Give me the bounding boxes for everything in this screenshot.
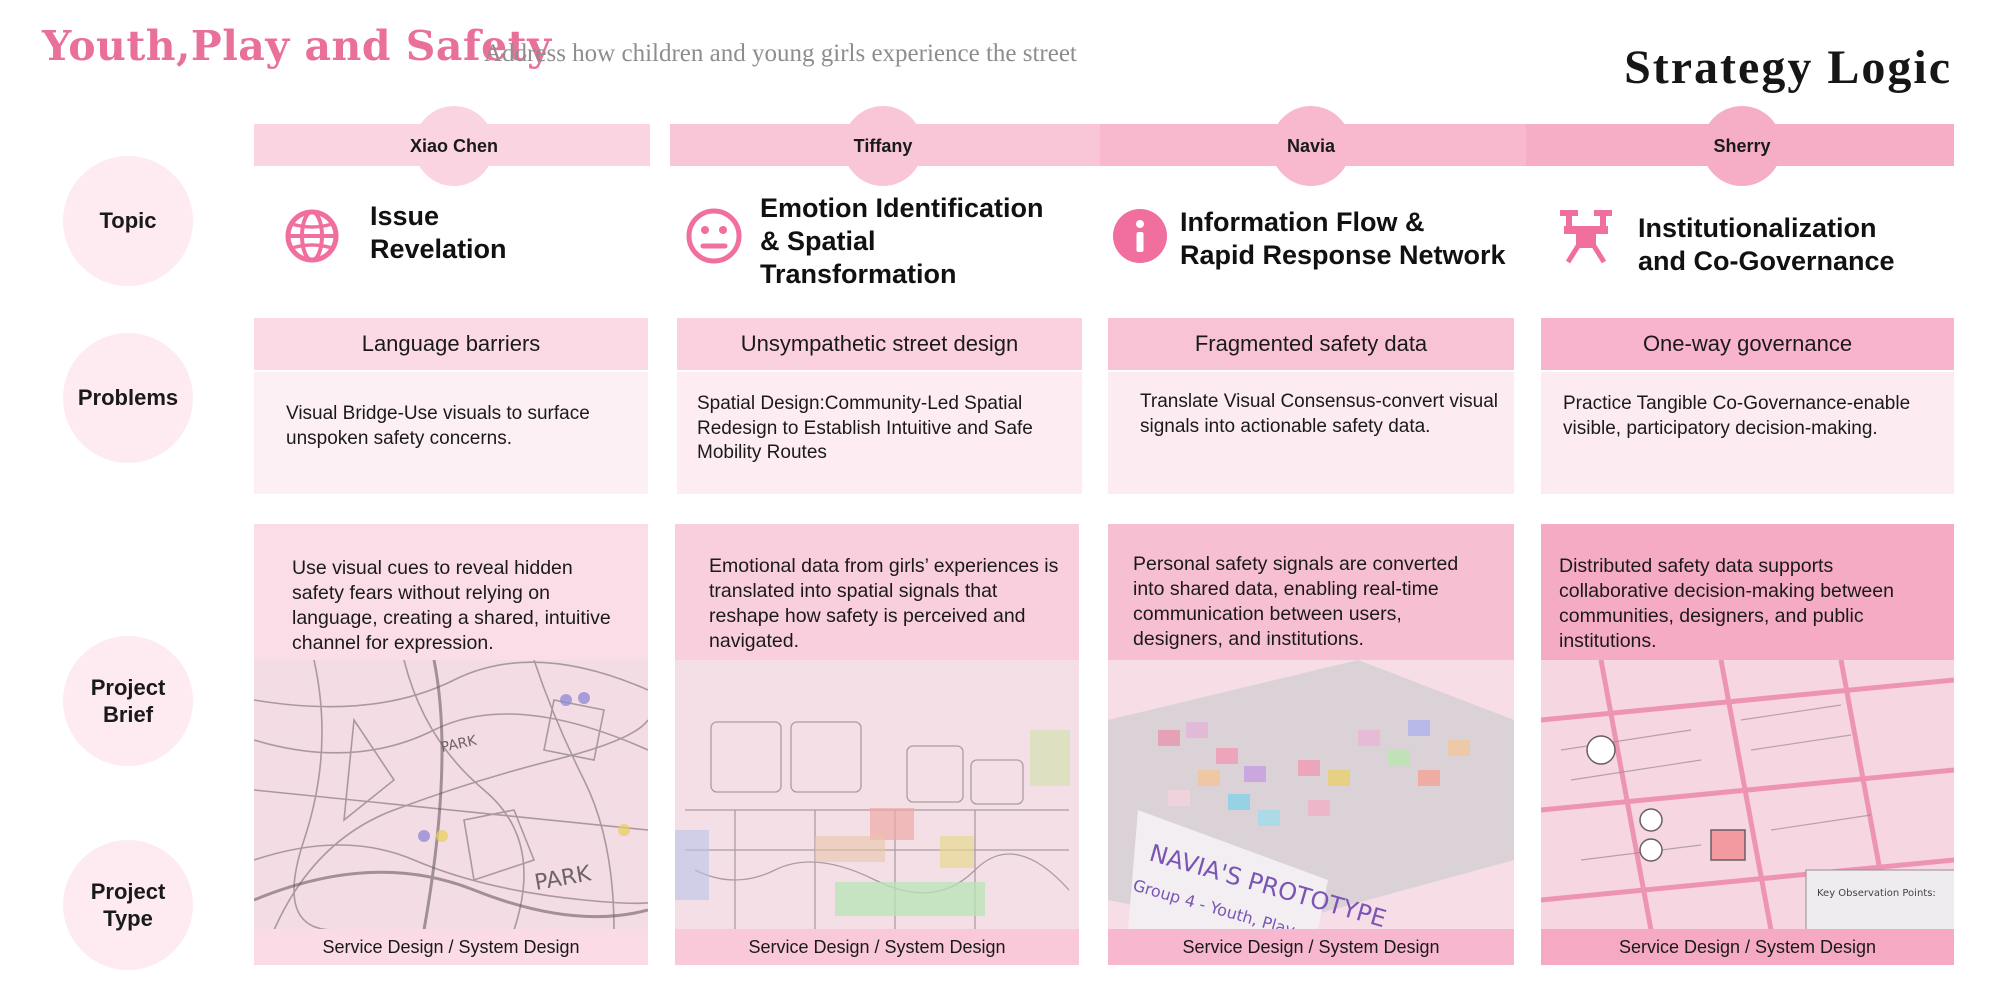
project-type-label: Service Design / System Design: [1108, 929, 1514, 965]
neutral-face-icon: [686, 208, 742, 264]
page-subtitle: Address how children and young girls exp…: [484, 40, 1077, 67]
project-brief-card-tiffany: Emotional data from girls’ experiences i…: [675, 524, 1079, 930]
member-name: Sherry: [1713, 135, 1771, 156]
row-label-project-brief: Project Brief: [63, 636, 193, 766]
project-brief-text: Distributed safety data supports collabo…: [1559, 555, 1894, 652]
project-brief-text: Personal safety signals are converted in…: [1133, 553, 1459, 650]
name-circle-xiao-chen: [414, 106, 494, 186]
map-label-park: PARK: [440, 733, 479, 756]
member-name: Tiffany: [853, 135, 913, 156]
name-circle-sherry: [1702, 106, 1782, 186]
info-icon: [1113, 209, 1167, 263]
row-label-project-type: Project Type: [63, 840, 193, 970]
problem-description: Spatial Design:Community-Led Spatial Red…: [677, 372, 1082, 494]
row-label-topic: Topic: [63, 156, 193, 286]
project-type-label: Service Design / System Design: [254, 929, 648, 965]
problem-heading: Fragmented safety data: [1108, 318, 1514, 370]
name-circle-navia: [1271, 106, 1351, 186]
drone-icon: [1560, 210, 1612, 264]
project-type-label: Service Design / System Design: [1541, 929, 1954, 965]
project-type-label: Service Design / System Design: [675, 929, 1079, 965]
strategy-logic-heading: Strategy Logic: [1624, 41, 1952, 94]
street-map-sketch-image: PARK PARK: [254, 660, 648, 930]
problem-description: Practice Tangible Co-Governance-enable v…: [1541, 372, 1954, 494]
problem-heading: Language barriers: [254, 318, 648, 370]
project-brief-text: Use visual cues to reveal hidden safety …: [292, 557, 611, 654]
member-name: Navia: [1286, 135, 1336, 156]
project-brief-card-navia: Personal safety signals are converted in…: [1108, 524, 1514, 930]
topic-title: Information Flow & Rapid Response Networ…: [1180, 207, 1506, 270]
problem-description: Translate Visual Consensus-convert visua…: [1108, 372, 1514, 494]
project-brief-card-xiao-chen: Use visual cues to reveal hidden safety …: [254, 524, 648, 930]
problem-description: Visual Bridge-Use visuals to surface uns…: [254, 372, 648, 494]
spatial-redesign-board-image: [675, 660, 1079, 930]
problem-heading: One-way governance: [1541, 318, 1954, 370]
governance-map-image: Key Observation Points:: [1541, 660, 1954, 930]
member-name: Xiao Chen: [409, 135, 498, 156]
row-label-problems: Problems: [63, 333, 193, 463]
topic-title: Institutionalization and Co-Governance: [1638, 213, 1895, 276]
page-title: Youth,Play and Safety: [42, 22, 552, 70]
lego-prototype-image: NAVIA'S PROTOTYPE Group 4 - Youth, Play: [1108, 660, 1514, 930]
observation-label: Key Observation Points:: [1817, 888, 1936, 899]
problem-heading: Unsympathetic street design: [677, 318, 1082, 370]
project-brief-card-sherry: Distributed safety data supports collabo…: [1541, 524, 1954, 930]
topic-title: Issue Revelation: [370, 201, 507, 264]
globe-icon: [285, 209, 339, 263]
name-circle-tiffany: [843, 106, 923, 186]
topic-title: Emotion Identification & Spatial Transfo…: [760, 193, 1044, 289]
project-brief-text: Emotional data from girls’ experiences i…: [709, 555, 1059, 652]
